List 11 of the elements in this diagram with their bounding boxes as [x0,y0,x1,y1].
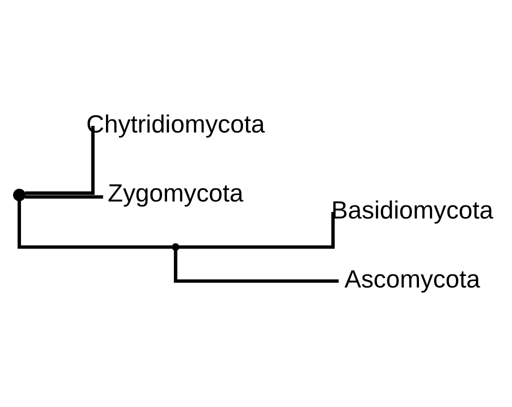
node-text: Chytridiomycota [86,110,265,138]
node-text: Ascomycota [344,265,480,294]
connector [18,195,172,249]
connector [24,126,95,195]
connector [178,212,335,249]
node-point [172,243,180,251]
connector [174,247,339,283]
node-text: Zygomycota [108,179,244,208]
connector [24,195,104,199]
node-text: Basidiomycota [331,196,494,224]
node-circle [13,188,26,202]
